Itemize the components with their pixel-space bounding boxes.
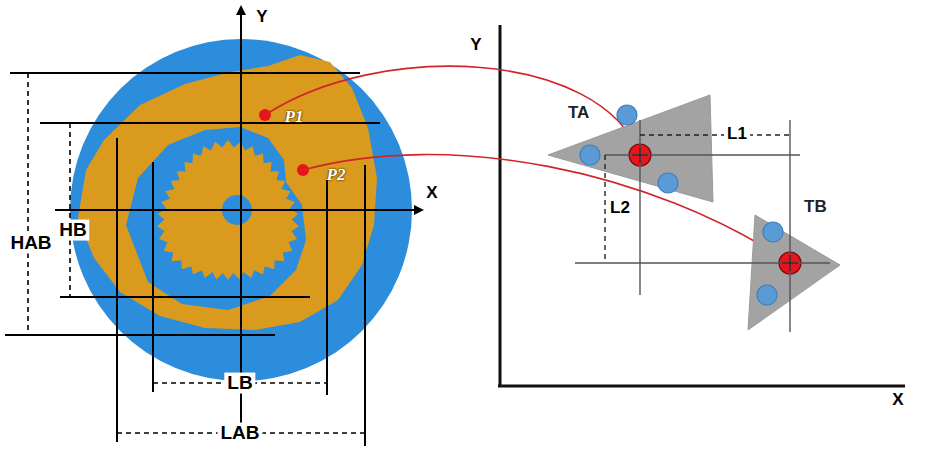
- blue-dot: [580, 145, 600, 165]
- blue-dot: [658, 173, 678, 193]
- dimension-label: HB: [56, 220, 89, 241]
- dimension-lines: [5, 73, 380, 446]
- x-axis: [498, 385, 905, 388]
- red-dot: [779, 252, 801, 274]
- dimension-label: LAB: [217, 423, 262, 444]
- triangle-node: TA: [545, 92, 717, 207]
- point-label: P2: [324, 166, 349, 185]
- axis-label: Y: [467, 36, 484, 55]
- triangle-node: TB: [746, 190, 842, 332]
- outer-band: [78, 55, 377, 330]
- blue-dot: [617, 105, 637, 125]
- triangle-label: TA: [568, 104, 589, 123]
- red-dot: [629, 144, 651, 166]
- point-label: P1: [282, 108, 307, 127]
- y-axis: [499, 25, 502, 387]
- dimension-label: HAB: [7, 233, 54, 254]
- triangle-label: TB: [804, 198, 827, 217]
- dimension-label: LB: [224, 373, 255, 394]
- triangle: [548, 95, 713, 202]
- axis-label: Y: [253, 8, 270, 27]
- x-axis: [55, 209, 422, 211]
- dimension-label: L1: [724, 125, 750, 144]
- blue-dot: [763, 222, 783, 242]
- triangle: [748, 215, 840, 330]
- triangle-shape: [746, 190, 842, 332]
- axis-label: X: [889, 391, 906, 410]
- blue-dot: [757, 285, 777, 305]
- dimension-dashes: [28, 73, 365, 433]
- dimension-label: L2: [607, 199, 633, 218]
- axis-label: X: [423, 184, 440, 203]
- leader-curve: [303, 155, 790, 263]
